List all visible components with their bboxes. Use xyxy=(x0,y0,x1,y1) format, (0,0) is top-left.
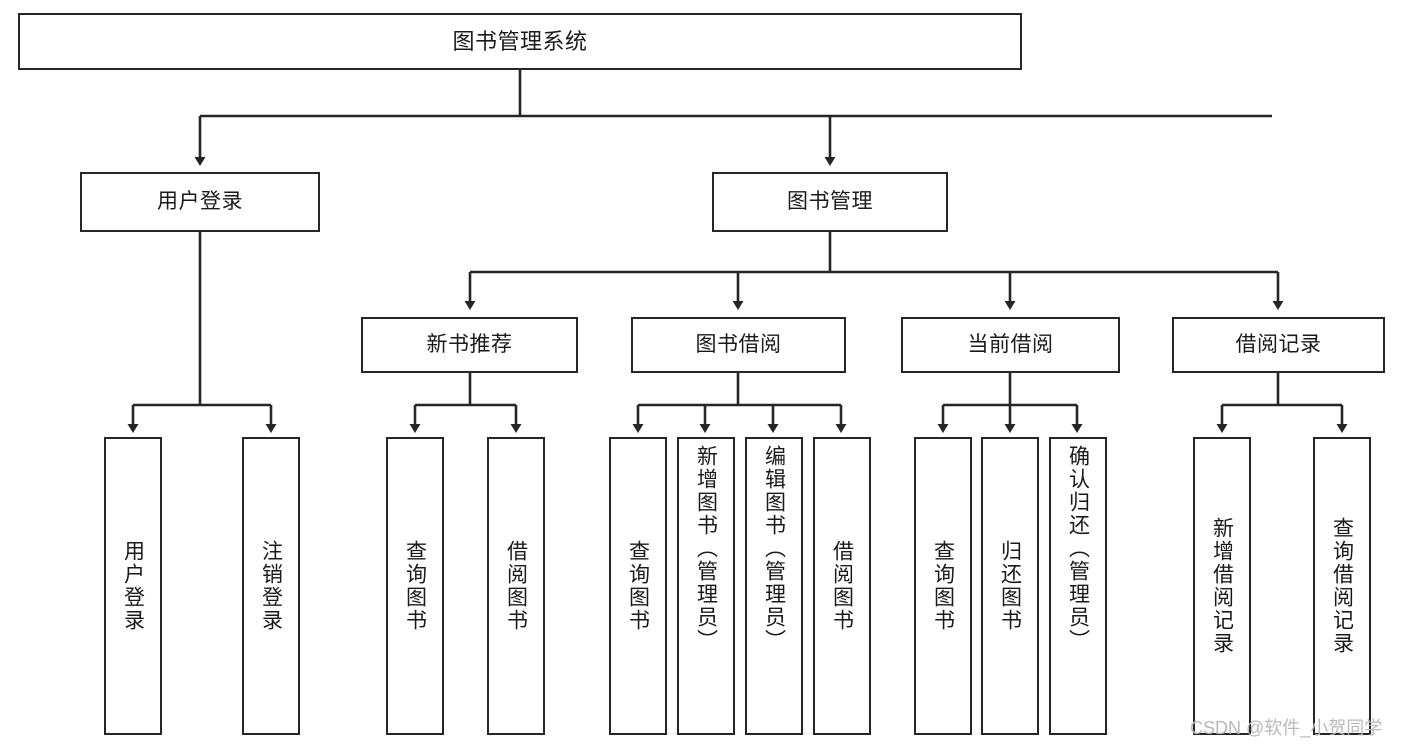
leaf-text-wrap: 查询图书 xyxy=(931,439,955,733)
leaf-text-wrap: 新增借阅记录 xyxy=(1210,439,1234,733)
leaf-current-borrow-query-label: 查询图书 xyxy=(931,540,955,632)
leaf-book-borrow-borrow-label: 借阅图书 xyxy=(830,540,854,632)
node-book-management[interactable]: 图书管理 xyxy=(712,172,948,232)
leaf-text-wrap: 确认归还（管理员） xyxy=(1066,439,1090,733)
node-borrow-record[interactable]: 借阅记录 xyxy=(1172,317,1385,373)
leaf-book-borrow-query[interactable]: 查询图书 xyxy=(609,437,667,735)
leaf-text-wrap: 注销登录 xyxy=(259,439,283,733)
leaf-text-wrap: 查询图书 xyxy=(403,439,427,733)
node-root[interactable]: 图书管理系统 xyxy=(18,13,1022,70)
leaf-text-wrap: 借阅图书 xyxy=(830,439,854,733)
leaf-book-borrow-borrow[interactable]: 借阅图书 xyxy=(813,437,871,735)
node-current-borrow[interactable]: 当前借阅 xyxy=(901,317,1120,373)
leaf-user-login-signout[interactable]: 注销登录 xyxy=(242,437,300,735)
node-new-book-recommend-label: 新书推荐 xyxy=(426,332,513,356)
leaf-text-wrap: 用户登录 xyxy=(121,439,145,733)
leaf-new-book-query[interactable]: 查询图书 xyxy=(386,437,444,735)
leaf-text-wrap: 归还图书 xyxy=(998,439,1022,733)
leaf-text-wrap: 新增图书（管理员） xyxy=(694,439,718,733)
leaf-current-borrow-return[interactable]: 归还图书 xyxy=(981,437,1039,735)
leaf-borrow-record-query[interactable]: 查询借阅记录 xyxy=(1313,437,1371,735)
node-new-book-recommend[interactable]: 新书推荐 xyxy=(361,317,578,373)
leaf-book-borrow-edit[interactable]: 编辑图书（管理员） xyxy=(745,437,803,735)
leaf-user-login-signout-label: 注销登录 xyxy=(259,540,283,632)
node-user-login-label: 用户登录 xyxy=(157,189,243,213)
leaf-current-borrow-return-label: 归还图书 xyxy=(998,540,1022,632)
leaf-borrow-record-add-label: 新增借阅记录 xyxy=(1210,517,1234,655)
leaf-current-borrow-confirm[interactable]: 确认归还（管理员） xyxy=(1049,437,1107,735)
leaf-new-book-query-label: 查询图书 xyxy=(403,540,427,632)
watermark-text: CSDN @软件_小贺同学 xyxy=(1190,718,1383,738)
node-user-login[interactable]: 用户登录 xyxy=(80,172,320,232)
leaf-current-borrow-confirm-label: 确认归还（管理员） xyxy=(1066,445,1090,652)
node-current-borrow-label: 当前借阅 xyxy=(967,332,1054,356)
node-root-label: 图书管理系统 xyxy=(452,28,588,54)
node-book-borrow-label: 图书借阅 xyxy=(695,332,782,356)
leaf-user-login-signin[interactable]: 用户登录 xyxy=(104,437,162,735)
leaf-book-borrow-add-label: 新增图书（管理员） xyxy=(694,445,718,652)
leaf-text-wrap: 编辑图书（管理员） xyxy=(762,439,786,733)
leaf-borrow-record-add[interactable]: 新增借阅记录 xyxy=(1193,437,1251,735)
leaf-new-book-borrow-label: 借阅图书 xyxy=(504,540,528,632)
leaf-book-borrow-edit-label: 编辑图书（管理员） xyxy=(762,445,786,652)
leaf-new-book-borrow[interactable]: 借阅图书 xyxy=(487,437,545,735)
leaf-text-wrap: 借阅图书 xyxy=(504,439,528,733)
node-book-borrow[interactable]: 图书借阅 xyxy=(631,317,846,373)
leaf-current-borrow-query[interactable]: 查询图书 xyxy=(914,437,972,735)
leaf-text-wrap: 查询图书 xyxy=(626,439,650,733)
leaf-book-borrow-add[interactable]: 新增图书（管理员） xyxy=(677,437,735,735)
leaf-user-login-signin-label: 用户登录 xyxy=(121,540,145,632)
leaf-borrow-record-query-label: 查询借阅记录 xyxy=(1330,517,1354,655)
leaf-book-borrow-query-label: 查询图书 xyxy=(626,540,650,632)
leaf-text-wrap: 查询借阅记录 xyxy=(1330,439,1354,733)
node-borrow-record-label: 借阅记录 xyxy=(1235,332,1322,356)
node-book-management-label: 图书管理 xyxy=(787,189,873,213)
